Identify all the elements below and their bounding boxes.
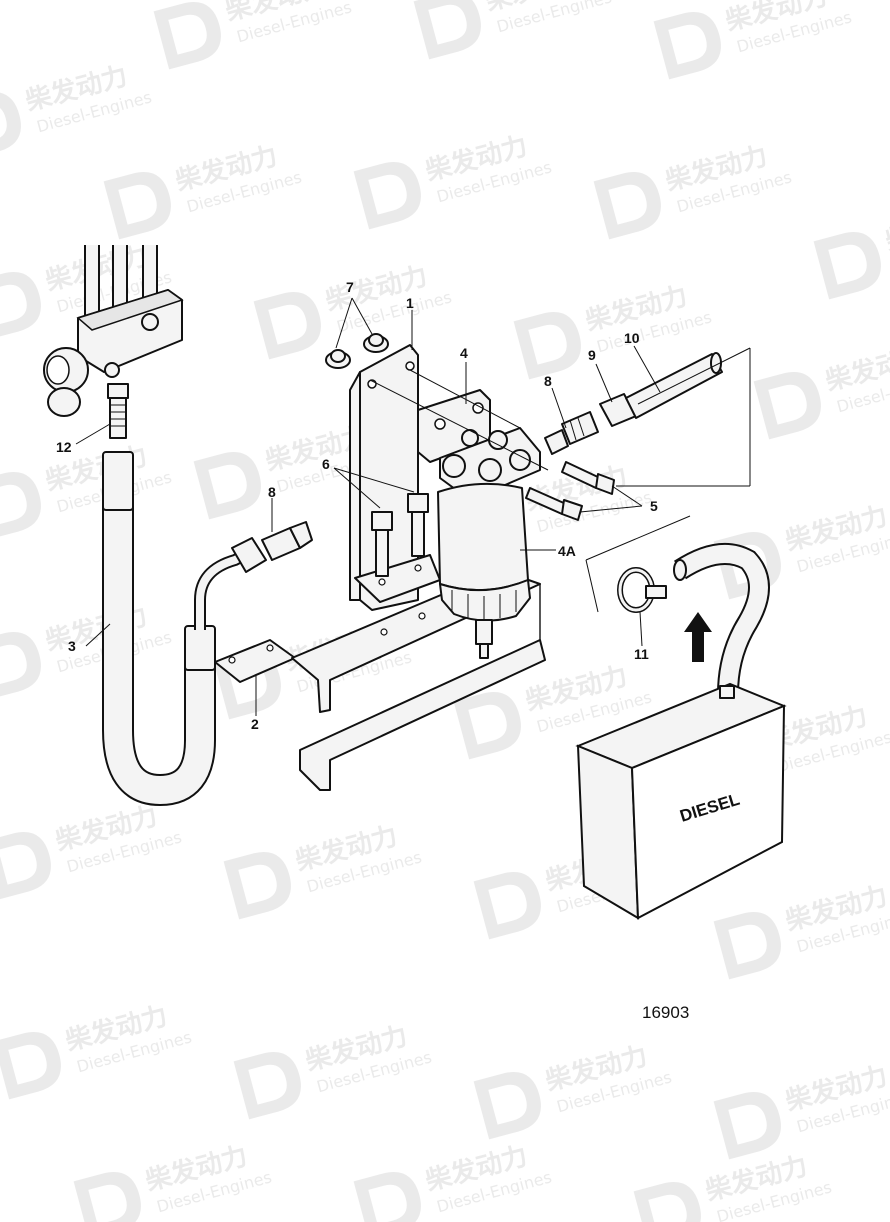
watermark-logo	[713, 912, 781, 980]
watermark-logo	[193, 452, 261, 520]
manifold-block	[43, 245, 184, 417]
hose-3	[102, 451, 253, 807]
watermark-logo	[453, 692, 521, 760]
callout-8-right: 8	[544, 373, 552, 389]
callout-7: 7	[346, 279, 354, 295]
up-arrow-icon	[684, 612, 712, 662]
filter-head-4	[417, 389, 541, 501]
watermark-logo	[353, 162, 421, 230]
watermark-logo	[233, 1052, 301, 1120]
watermark-brand-cn: 柴发动力	[881, 200, 890, 257]
watermark-logo	[253, 292, 321, 360]
watermark-logo	[353, 1172, 421, 1222]
nuts-7	[325, 333, 389, 369]
leader-lines	[75, 297, 661, 716]
watermark-logo	[153, 2, 221, 70]
watermark-logo	[413, 0, 481, 60]
watermark-logo	[0, 832, 51, 900]
watermark-logo	[473, 1072, 541, 1140]
callout-4a: 4A	[558, 543, 576, 559]
callout-10: 10	[624, 330, 640, 346]
watermark-logo	[0, 1032, 61, 1100]
watermark-logo	[73, 1172, 141, 1222]
callout-5: 5	[650, 498, 658, 514]
callout-8-left: 8	[268, 484, 276, 500]
watermark-logo	[653, 12, 721, 80]
filter-bowl-4a	[437, 482, 531, 659]
watermark-logo	[473, 872, 541, 940]
watermark-logo	[0, 272, 41, 340]
callout-2: 2	[251, 716, 259, 732]
watermark-logo	[103, 172, 171, 240]
callout-12: 12	[56, 439, 72, 455]
watermark-logo	[0, 92, 21, 160]
bracket-1	[349, 344, 441, 611]
watermark-logo	[513, 312, 581, 380]
watermark-logo	[0, 632, 41, 700]
watermark-logo	[753, 372, 821, 440]
bolts-6	[371, 493, 429, 577]
detail-frame-lines	[369, 347, 751, 613]
bolts-5	[525, 461, 615, 521]
callout-labels: 1 2 3 4 4A 5 6 7 8 8 9 10 11 12	[56, 279, 658, 732]
clamp-11	[617, 567, 667, 613]
callout-9: 9	[588, 347, 596, 363]
fitting-8-right	[544, 411, 599, 455]
figure-number: 16903	[642, 1003, 689, 1022]
watermark-logo	[713, 1092, 781, 1160]
watermark-logo	[813, 232, 881, 300]
fitting-8-left	[231, 521, 313, 573]
watermark-logo	[593, 172, 661, 240]
tank-hose	[673, 543, 770, 695]
watermark-logo	[633, 1182, 701, 1222]
callout-6: 6	[322, 456, 330, 472]
diesel-tank: DIESEL	[575, 682, 787, 920]
watermark-logo	[223, 852, 291, 920]
callout-4: 4	[460, 345, 468, 361]
fitting-12	[107, 383, 129, 439]
callout-11: 11	[634, 646, 649, 662]
watermark-logo	[0, 472, 41, 540]
callout-3: 3	[68, 638, 76, 654]
callout-1: 1	[406, 295, 414, 311]
